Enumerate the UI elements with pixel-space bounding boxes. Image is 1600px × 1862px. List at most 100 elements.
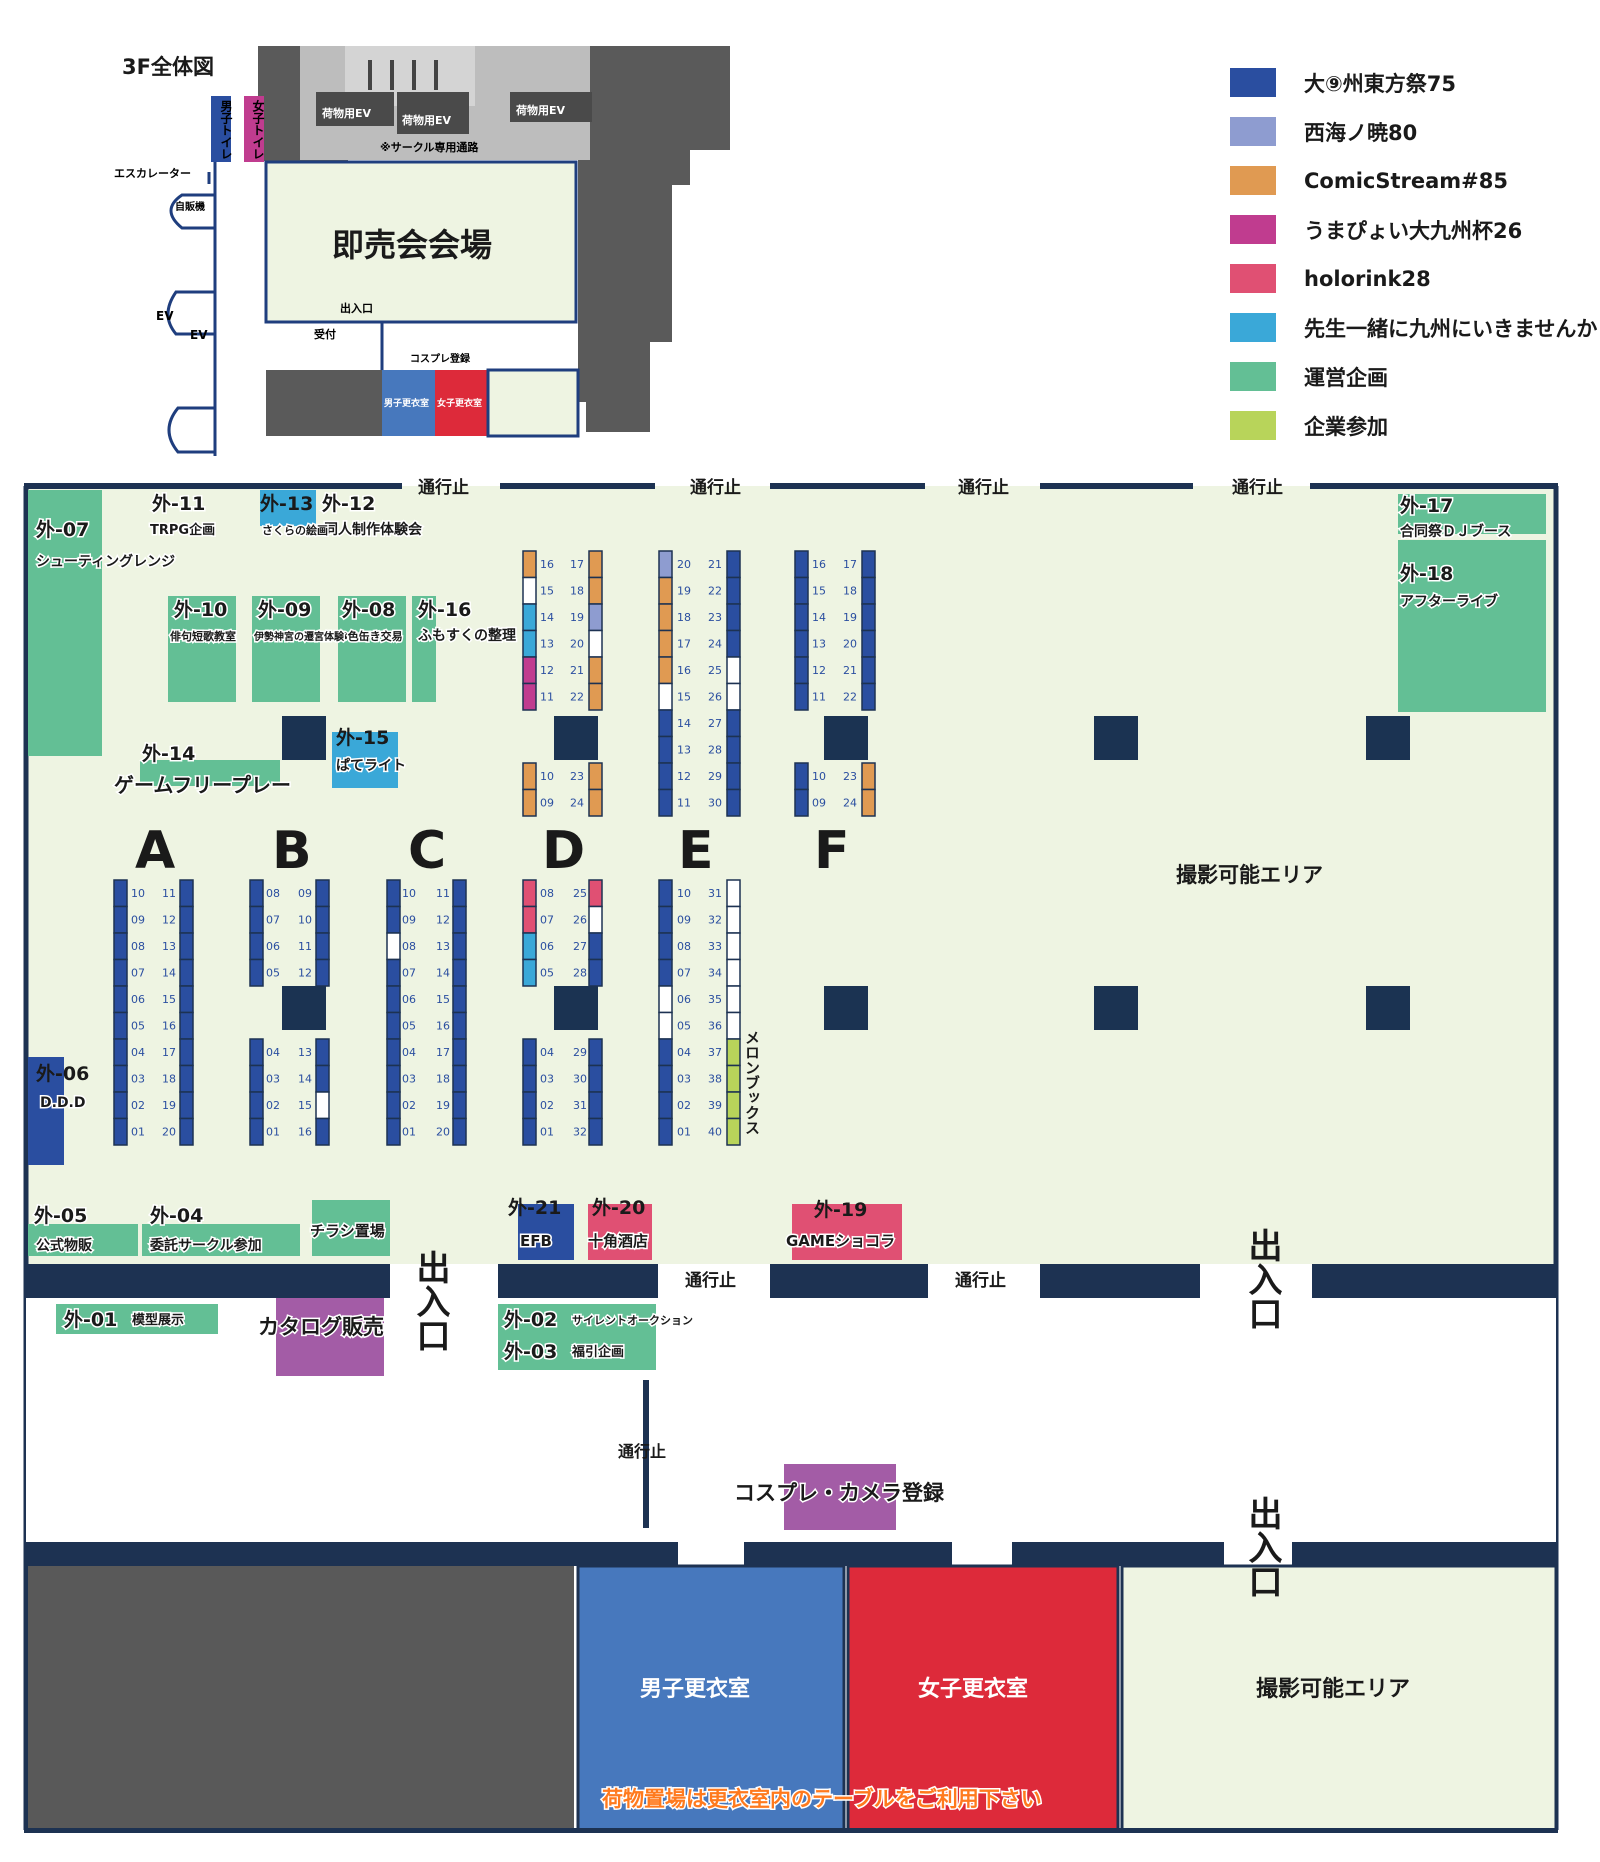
table-e-top-right — [726, 709, 741, 738]
table-number: 39 — [708, 1099, 722, 1112]
table-number: 01 — [402, 1126, 416, 1139]
table-number: 21 — [843, 664, 857, 677]
table-b-upper-left — [249, 958, 264, 987]
table-number: 31 — [708, 887, 722, 900]
no-entry-top-4: 通行止 — [1232, 477, 1283, 498]
table-e-right — [726, 879, 741, 908]
booth-name: 合同祭ＤＪブース — [1400, 523, 1511, 540]
table-b-lower-left — [249, 1038, 264, 1067]
table-c-left — [386, 905, 401, 934]
table-number: 23 — [570, 770, 584, 783]
table-number: 09 — [298, 887, 312, 900]
booth-name: 公式物販 — [36, 1237, 93, 1254]
table-number: 13 — [436, 940, 450, 953]
table-a-left — [113, 932, 128, 961]
legend-label: うまぴょい大九州杯26 — [1304, 218, 1523, 243]
row-letter-f: F — [814, 821, 850, 881]
booth-name: シューティングレンジ — [36, 553, 175, 570]
table-d-mid-right — [588, 762, 603, 791]
table-d-top-right — [588, 603, 603, 632]
table-d-upper-left — [522, 879, 537, 908]
overview-ev-block-1 — [316, 92, 394, 126]
table-e-right — [726, 905, 741, 934]
table-number: 22 — [570, 691, 584, 704]
table-f-mid-right — [861, 788, 876, 817]
booth-code: 外-06 — [36, 1062, 89, 1085]
table-f-mid-left — [794, 788, 809, 817]
booth-name: EFB — [520, 1232, 552, 1250]
legend-label: 運営企画 — [1304, 365, 1388, 390]
legend-item: ComicStream#85 — [1230, 156, 1570, 205]
table-number: 08 — [131, 940, 145, 953]
booth-name: 十角酒店 — [588, 1232, 648, 1250]
row-letter-c: C — [408, 821, 446, 881]
overview-womens-changing-label: 女子更衣室 — [437, 397, 482, 409]
table-number: 09 — [540, 797, 554, 810]
table-f-top-left — [794, 576, 809, 605]
table-number: 17 — [162, 1046, 176, 1059]
table-number: 11 — [812, 691, 826, 704]
table-c-left — [386, 1011, 401, 1040]
table-number: 20 — [162, 1126, 176, 1139]
table-f-top-right — [861, 629, 876, 658]
womens-changing-label: 女子更衣室 — [918, 1676, 1028, 1702]
table-d-top-right — [588, 656, 603, 685]
table-e-top-right — [726, 682, 741, 711]
table-number: 11 — [540, 691, 554, 704]
table-number: 20 — [843, 638, 857, 651]
legend-item: 大⑨州東方祭75 — [1230, 58, 1570, 107]
table-number: 23 — [843, 770, 857, 783]
table-d-lower-left — [522, 1117, 537, 1146]
table-d-mid-left — [522, 762, 537, 791]
table-d-top-left — [522, 576, 537, 605]
table-number: 07 — [677, 967, 691, 980]
booth-name: 同人制作体験会 — [324, 521, 423, 538]
booth-block — [150, 490, 218, 540]
table-a-left — [113, 1091, 128, 1120]
table-e-right — [726, 1117, 741, 1146]
overview-map: 3F全体図 荷物用EV 荷物用EV 荷物用EV ※サークル専用通路 即売会会場 … — [114, 46, 730, 456]
booth-block — [498, 1334, 656, 1370]
mens-changing-label: 男子更衣室 — [640, 1676, 750, 1702]
overview-mens-changing — [382, 370, 435, 436]
table-number: 18 — [677, 611, 691, 624]
overview-ev-1: EV — [156, 309, 174, 323]
table-number: 11 — [162, 887, 176, 900]
table-number: 05 — [677, 1020, 691, 1033]
table-number: 16 — [436, 1020, 450, 1033]
table-number: 12 — [540, 664, 554, 677]
table-d-lower-right — [588, 1091, 603, 1120]
table-b-upper-right — [315, 905, 330, 934]
floor-bottom-edge — [24, 1828, 1558, 1833]
table-e-left — [658, 1091, 673, 1120]
overview-title: 3F全体図 — [122, 55, 214, 79]
table-b-lower-left — [249, 1091, 264, 1120]
table-a-right — [179, 985, 194, 1014]
table-number: 11 — [677, 797, 691, 810]
bottom-wall — [24, 1542, 1558, 1566]
table-number: 06 — [131, 993, 145, 1006]
table-e-top-right — [726, 656, 741, 685]
table-c-right — [452, 1038, 467, 1067]
table-e-right — [726, 1038, 741, 1067]
no-entry-top-2: 通行止 — [690, 477, 741, 498]
table-number: 13 — [162, 940, 176, 953]
legend-swatch — [1230, 215, 1276, 244]
table-number: 04 — [131, 1046, 145, 1059]
booth-code: 外-04 — [150, 1204, 203, 1227]
table-number: 12 — [162, 914, 176, 927]
booth-block — [412, 596, 436, 702]
exit-bottom: 出入口 — [1242, 1496, 1282, 1598]
booth-block — [140, 760, 280, 786]
overview-entrance: 出入口 — [340, 301, 373, 315]
table-b-lower-left — [249, 1117, 264, 1146]
table-e-top-right — [726, 576, 741, 605]
table-f-top-right — [861, 576, 876, 605]
table-f-top-left — [794, 603, 809, 632]
photo-area-label: 撮影可能エリア — [1176, 863, 1323, 887]
table-e-top-left — [658, 788, 673, 817]
table-number: 17 — [570, 558, 584, 571]
overview-mens-toilet — [211, 96, 231, 162]
